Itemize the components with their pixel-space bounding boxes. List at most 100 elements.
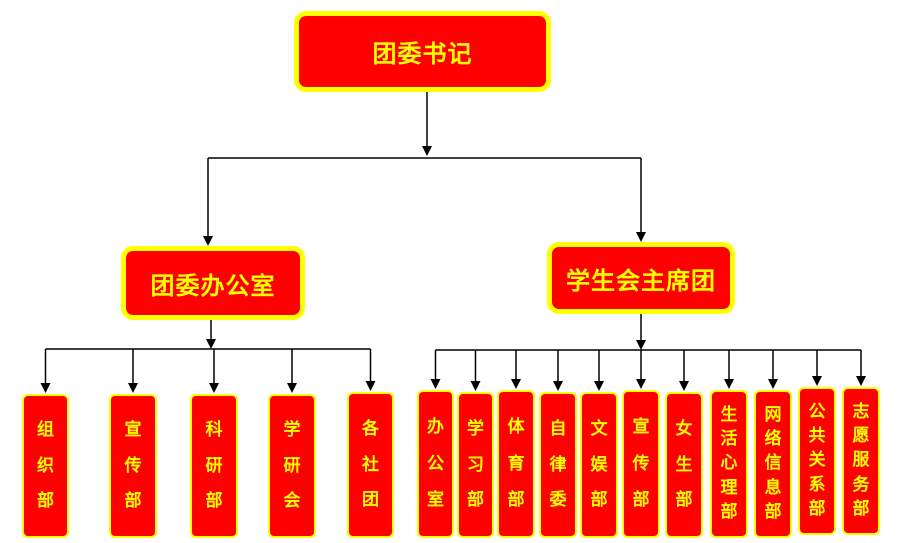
leaf-node[interactable]: 生活心理部 [710, 390, 748, 538]
leaf-label-char: 务 [852, 474, 870, 495]
leaf-label-char: 传 [632, 453, 650, 474]
leaf-label-char: 息 [764, 477, 782, 498]
leaf-label-char: 公 [808, 402, 826, 423]
leaf-label-char: 愿 [852, 426, 870, 447]
leaf-label-char: 部 [632, 489, 650, 510]
leaf-label: 体育部 [508, 392, 525, 536]
leaf-label-char: 部 [124, 490, 142, 511]
arrowhead-icon [553, 381, 563, 391]
leaf-label-char: 理 [720, 477, 738, 498]
leaf-label-char: 心 [720, 453, 738, 474]
leaf-label: 学研会 [284, 396, 301, 536]
leaf-label-char: 部 [205, 490, 223, 511]
leaf-label-char: 室 [427, 489, 444, 510]
leaf-node[interactable]: 体育部 [497, 390, 535, 538]
leaf-label-char: 服 [852, 450, 870, 471]
branch-node-student-union-presidium[interactable]: 学生会主席团 [547, 242, 735, 314]
leaf-label-char: 共 [808, 426, 826, 447]
leaf-node[interactable]: 宣传部 [109, 394, 157, 538]
arrowhead-icon [724, 379, 734, 389]
leaf-label-char: 学 [283, 420, 301, 441]
leaf-node[interactable]: 学习部 [457, 392, 494, 538]
leaf-label-char: 络 [764, 429, 782, 450]
leaf-label: 女生部 [676, 394, 693, 536]
arrowhead-icon [470, 381, 481, 391]
leaf-label-char: 娱 [590, 454, 608, 475]
leaf-label-char: 学 [467, 418, 484, 439]
leaf-label: 公共关系部 [809, 389, 826, 533]
root-node[interactable]: 团委书记 [294, 11, 551, 92]
leaf-node[interactable]: 科研部 [190, 394, 238, 538]
leaf-label-char: 志 [852, 402, 870, 423]
leaf-node[interactable]: 网络信息部 [754, 390, 792, 538]
arrowhead-icon [856, 376, 866, 386]
arrowhead-icon [206, 339, 216, 349]
leaf-label-char: 部 [467, 490, 484, 511]
leaf-label-char: 关 [808, 450, 826, 471]
leaf-node[interactable]: 学研会 [268, 394, 316, 538]
arrowhead-icon [768, 379, 778, 389]
leaf-label: 自律委 [550, 394, 567, 536]
leaf-node[interactable]: 女生部 [665, 392, 703, 538]
arrowhead-icon [128, 383, 138, 393]
leaf-label-char: 部 [507, 489, 525, 510]
leaf-label-char: 部 [808, 498, 826, 519]
leaf-label-char: 部 [37, 490, 54, 511]
leaf-label-char: 习 [467, 454, 484, 475]
arrowhead-icon [679, 381, 689, 391]
leaf-label-char: 研 [205, 455, 223, 476]
leaf-node[interactable]: 各社团 [347, 392, 394, 538]
leaf-label: 科研部 [206, 396, 223, 536]
leaf-label: 学习部 [467, 394, 484, 536]
arrowhead-icon [287, 383, 297, 393]
leaf-label: 组织部 [37, 396, 54, 536]
leaf-label-char: 部 [590, 490, 608, 511]
arrowhead-icon [422, 146, 432, 156]
leaf-label: 宣传部 [125, 396, 142, 536]
leaf-node[interactable]: 办公室 [417, 390, 454, 538]
arrowhead-icon [209, 383, 219, 393]
arrowhead-icon [594, 381, 604, 391]
leaf-node[interactable]: 自律委 [539, 392, 577, 538]
leaf-label: 网络信息部 [765, 392, 782, 536]
leaf-label-char: 律 [549, 454, 567, 475]
leaf-label-char: 公 [427, 453, 444, 474]
leaf-label: 各社团 [362, 394, 379, 536]
leaf-label-char: 育 [507, 453, 525, 474]
leaf-label-char: 宣 [124, 420, 142, 441]
leaf-label-char: 生 [675, 454, 693, 475]
leaf-label: 志愿服务部 [853, 389, 870, 533]
leaf-label-char: 信 [764, 453, 782, 474]
leaf-node[interactable]: 志愿服务部 [842, 387, 880, 535]
leaf-node[interactable]: 宣传部 [622, 390, 660, 538]
leaf-node[interactable]: 公共关系部 [798, 387, 836, 535]
leaf-label-char: 生 [720, 405, 738, 426]
leaf-label: 宣传部 [633, 392, 650, 536]
leaf-label: 生活心理部 [721, 392, 738, 536]
leaf-node[interactable]: 组织部 [22, 394, 69, 538]
branch-label: 学生会主席团 [566, 266, 716, 295]
leaf-label-char: 会 [283, 490, 301, 511]
leaf-label-char: 组 [37, 420, 54, 441]
leaf-label-char: 社 [362, 454, 379, 475]
arrowhead-icon [636, 340, 646, 350]
leaf-label-char: 团 [362, 490, 379, 511]
leaf-label-char: 委 [549, 490, 567, 511]
arrowhead-icon [636, 232, 646, 242]
arrowhead-icon [365, 381, 376, 391]
leaf-label-char: 部 [764, 501, 782, 522]
arrowhead-icon [636, 379, 646, 389]
leaf-label-char: 体 [507, 417, 525, 438]
leaf-node[interactable]: 文娱部 [580, 392, 618, 538]
leaf-label-char: 宣 [632, 417, 650, 438]
arrowhead-icon [812, 376, 822, 386]
leaf-label: 办公室 [427, 392, 444, 536]
leaf-label: 文娱部 [591, 394, 608, 536]
branch-label: 团委办公室 [150, 271, 276, 300]
leaf-label-char: 女 [675, 418, 693, 439]
leaf-label-char: 研 [283, 455, 301, 476]
branch-node-league-office[interactable]: 团委办公室 [121, 246, 305, 320]
leaf-label-char: 传 [124, 455, 142, 476]
arrowhead-icon [511, 379, 521, 389]
